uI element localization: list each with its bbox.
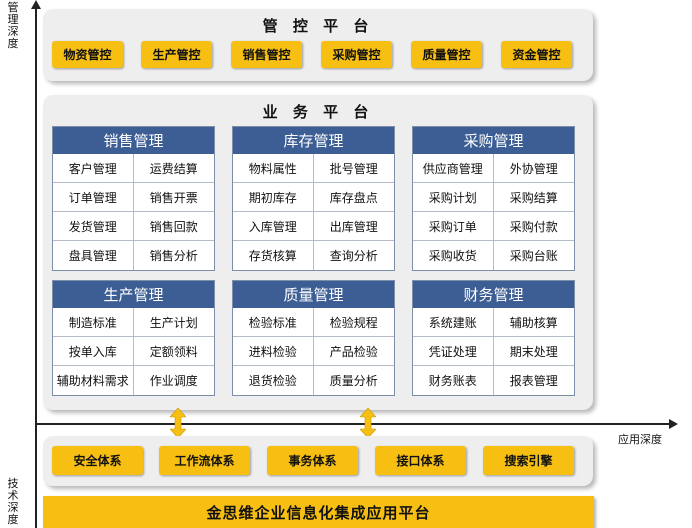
module-production-title[interactable]: 生产管理 xyxy=(53,281,214,308)
module-sales: 销售管理 客户管理 运费结算 订单管理 销售开票 发货管理 销售回款 盘具管理 … xyxy=(52,126,215,271)
horizontal-axis xyxy=(35,419,678,429)
module-cell[interactable]: 退货检验 xyxy=(233,366,314,395)
module-cell[interactable]: 报表管理 xyxy=(509,374,558,388)
module-cell[interactable]: 查询分析 xyxy=(329,249,378,263)
module-cell[interactable]: 客户管理 xyxy=(53,154,134,183)
module-purchasing-title[interactable]: 采购管理 xyxy=(413,127,574,154)
control-item-quality[interactable]: 质量管控 xyxy=(411,41,482,68)
control-item-funds[interactable]: 资金管控 xyxy=(501,41,572,68)
module-cell[interactable]: 系统建账 xyxy=(413,308,494,337)
module-cell[interactable]: 质量分析 xyxy=(329,374,378,388)
module-purchasing: 采购管理 供应商管理 外协管理 采购计划 采购结算 采购订单 采购付款 采购收货… xyxy=(412,126,575,271)
module-cell[interactable]: 采购结算 xyxy=(493,183,574,212)
module-cell[interactable]: 销售开票 xyxy=(133,183,214,212)
module-cell[interactable]: 出库管理 xyxy=(313,212,394,241)
module-cell[interactable]: 产品检验 xyxy=(313,337,394,366)
module-inventory: 库存管理 物料属性 批号管理 期初库存 库存盘点 入库管理 出库管理 存货核算 … xyxy=(232,126,395,271)
module-cell[interactable]: 供应商管理 xyxy=(413,154,494,183)
module-cell[interactable]: 检验标准 xyxy=(233,308,314,337)
control-item-purchasing[interactable]: 采购管控 xyxy=(321,41,392,68)
module-cell[interactable]: 按单入库 xyxy=(53,337,134,366)
vertical-axis xyxy=(31,0,41,528)
module-cell[interactable]: 物料属性 xyxy=(233,154,314,183)
control-item-sales[interactable]: 销售管控 xyxy=(231,41,302,68)
module-cell[interactable]: 运费结算 xyxy=(133,154,214,183)
module-cell[interactable]: 入库管理 xyxy=(233,212,314,241)
tech-item-transaction[interactable]: 事务体系 xyxy=(267,446,358,475)
module-cell[interactable]: 期初库存 xyxy=(233,183,314,212)
module-finance: 财务管理 系统建账 辅助核算 凭证处理 期末处理 财务账表 报表管理 xyxy=(412,280,575,396)
module-cell[interactable]: 辅助核算 xyxy=(493,308,574,337)
module-cell[interactable]: 期末处理 xyxy=(493,337,574,366)
control-item-production[interactable]: 生产管控 xyxy=(141,41,212,68)
module-cell[interactable]: 采购收货 xyxy=(413,241,494,270)
module-cell[interactable]: 生产计划 xyxy=(133,308,214,337)
control-item-materials[interactable]: 物资管控 xyxy=(52,41,123,68)
business-platform-title: 业 务 平 台 xyxy=(262,103,374,121)
control-platform-panel: 管 控 平 台 物资管控 生产管控 销售管控 采购管控 质量管控 资金管控 xyxy=(43,9,593,81)
module-cell[interactable]: 凭证处理 xyxy=(413,337,494,366)
technical-depth-label: 技 术 深 度 xyxy=(7,477,19,526)
module-cell[interactable]: 采购台账 xyxy=(509,249,558,263)
module-production: 生产管理 制造标准 生产计划 按单入库 定额领料 辅助材料需求 作业调度 xyxy=(52,280,215,396)
module-cell[interactable]: 检验规程 xyxy=(313,308,394,337)
module-cell[interactable]: 采购订单 xyxy=(413,212,494,241)
module-cell[interactable]: 外协管理 xyxy=(493,154,574,183)
module-cell[interactable]: 进料检验 xyxy=(233,337,314,366)
module-inventory-title[interactable]: 库存管理 xyxy=(233,127,394,154)
module-cell[interactable]: 存货核算 xyxy=(233,241,314,270)
tech-item-security[interactable]: 安全体系 xyxy=(52,446,143,475)
module-cell[interactable]: 定额领料 xyxy=(133,337,214,366)
module-cell[interactable]: 制造标准 xyxy=(53,308,134,337)
tech-item-workflow[interactable]: 工作流体系 xyxy=(159,446,250,475)
technology-layer-panel: 安全体系 工作流体系 事务体系 接口体系 搜索引擎 xyxy=(43,436,593,486)
module-cell[interactable]: 采购计划 xyxy=(413,183,494,212)
tech-item-search-engine[interactable]: 搜索引擎 xyxy=(483,446,574,475)
base-platform-banner: 金思维企业信息化集成应用平台 xyxy=(43,496,594,528)
module-cell[interactable]: 财务账表 xyxy=(413,366,494,395)
business-platform-panel: 业 务 平 台 销售管理 客户管理 运费结算 订单管理 销售开票 发货管理 销售… xyxy=(43,95,593,410)
module-cell[interactable]: 采购付款 xyxy=(493,212,574,241)
connector-arrow-icon xyxy=(360,408,376,438)
management-depth-label: 管 理 深 度 xyxy=(7,1,19,50)
module-cell[interactable]: 发货管理 xyxy=(53,212,134,241)
module-cell[interactable]: 批号管理 xyxy=(313,154,394,183)
module-quality: 质量管理 检验标准 检验规程 进料检验 产品检验 退货检验 质量分析 xyxy=(232,280,395,396)
module-cell[interactable]: 盘具管理 xyxy=(53,241,134,270)
module-quality-title[interactable]: 质量管理 xyxy=(233,281,394,308)
module-cell[interactable]: 订单管理 xyxy=(53,183,134,212)
module-finance-title[interactable]: 财务管理 xyxy=(413,281,574,308)
module-sales-title[interactable]: 销售管理 xyxy=(53,127,214,154)
module-cell[interactable]: 辅助材料需求 xyxy=(53,366,134,395)
module-cell[interactable]: 销售回款 xyxy=(133,212,214,241)
control-platform-title: 管 控 平 台 xyxy=(262,17,374,35)
tech-item-interface[interactable]: 接口体系 xyxy=(375,446,466,475)
module-cell[interactable]: 作业调度 xyxy=(149,374,198,388)
module-cell[interactable]: 库存盘点 xyxy=(313,183,394,212)
connector-arrow-icon xyxy=(170,408,186,438)
application-depth-label: 应用深度 xyxy=(618,433,662,446)
module-cell[interactable]: 销售分析 xyxy=(149,249,198,263)
